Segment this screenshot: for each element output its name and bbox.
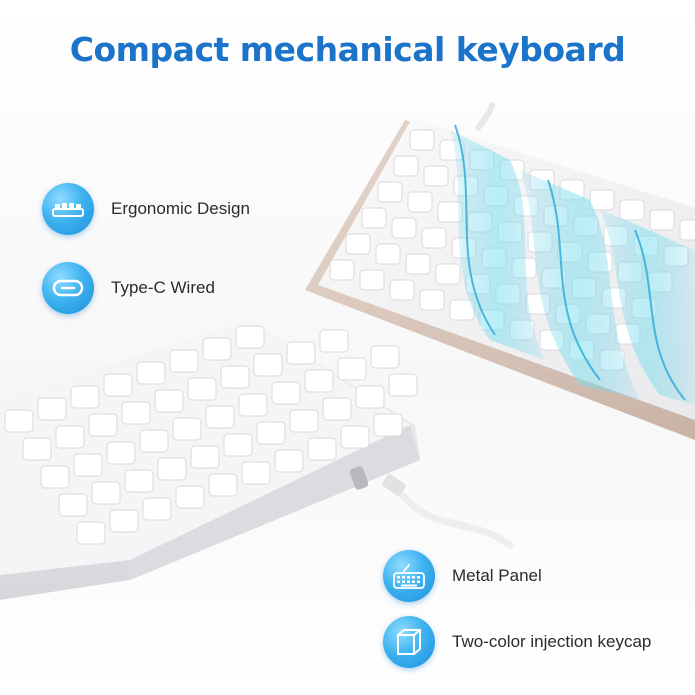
keycap bbox=[106, 441, 136, 465]
keycap bbox=[421, 227, 447, 249]
keycap bbox=[121, 401, 151, 425]
keycap bbox=[329, 259, 355, 281]
keycap bbox=[202, 337, 232, 361]
keycap bbox=[274, 449, 304, 473]
keycap bbox=[355, 385, 385, 409]
feature-label: Ergonomic Design bbox=[111, 199, 250, 218]
keycap bbox=[175, 485, 205, 509]
keycap bbox=[679, 219, 695, 241]
keycap bbox=[139, 429, 169, 453]
keycap bbox=[649, 209, 675, 231]
keycap bbox=[190, 445, 220, 469]
keycap bbox=[154, 389, 184, 413]
usb-c-port-icon bbox=[42, 262, 94, 314]
keycap bbox=[340, 425, 370, 449]
keycap bbox=[373, 413, 403, 437]
keycap bbox=[73, 453, 103, 477]
keycap bbox=[172, 417, 202, 441]
keycap bbox=[187, 377, 217, 401]
keycap bbox=[391, 217, 417, 239]
keycap bbox=[169, 349, 199, 373]
keycap bbox=[241, 461, 271, 485]
keycap bbox=[589, 189, 615, 211]
keycap bbox=[286, 341, 316, 365]
keycap bbox=[377, 181, 403, 203]
left-keyboard-keys bbox=[4, 325, 418, 545]
keycap bbox=[124, 469, 154, 493]
keycap bbox=[345, 233, 371, 255]
keycap bbox=[157, 457, 187, 481]
keycap bbox=[22, 437, 52, 461]
keycap bbox=[307, 437, 337, 461]
right-keyboard bbox=[305, 102, 695, 440]
keycap bbox=[409, 129, 435, 151]
feature-metal-panel: Metal Panel bbox=[383, 550, 542, 602]
keycap bbox=[88, 413, 118, 437]
keycap bbox=[619, 199, 645, 221]
keycap bbox=[40, 465, 70, 489]
keycap bbox=[375, 243, 401, 265]
keycap bbox=[103, 373, 133, 397]
keycap bbox=[205, 405, 235, 429]
keycap bbox=[136, 361, 166, 385]
keycap bbox=[109, 509, 139, 533]
feature-ergonomic-design: Ergonomic Design bbox=[42, 183, 250, 235]
keycap bbox=[304, 369, 334, 393]
keycap bbox=[361, 207, 387, 229]
keycap bbox=[405, 253, 431, 275]
keycap bbox=[435, 263, 461, 285]
keycap bbox=[370, 345, 400, 369]
keycap bbox=[58, 493, 88, 517]
keycap bbox=[271, 381, 301, 405]
keycap bbox=[337, 357, 367, 381]
keycap bbox=[142, 497, 172, 521]
keycap bbox=[359, 269, 385, 291]
keycap bbox=[289, 409, 319, 433]
page-title: Compact mechanical keyboard bbox=[69, 30, 626, 69]
keycap bbox=[388, 373, 418, 397]
feature-keycap: Two-color injection keycap bbox=[383, 616, 651, 668]
keycap bbox=[389, 279, 415, 301]
keycap-icon bbox=[383, 616, 435, 668]
keycap bbox=[256, 421, 286, 445]
keycap bbox=[423, 165, 449, 187]
keycap bbox=[235, 325, 265, 349]
keycap bbox=[253, 353, 283, 377]
keycap bbox=[220, 365, 250, 389]
keycap bbox=[37, 397, 67, 421]
keycap bbox=[70, 385, 100, 409]
feature-label: Type-C Wired bbox=[111, 278, 215, 297]
feature-type-c-wired: Type-C Wired bbox=[42, 262, 215, 314]
left-keyboard bbox=[0, 320, 514, 600]
keycap bbox=[55, 425, 85, 449]
keycap bbox=[322, 397, 352, 421]
keycap bbox=[419, 289, 445, 311]
feature-label: Metal Panel bbox=[452, 566, 542, 585]
keycap bbox=[238, 393, 268, 417]
keyboard-cable-icon bbox=[383, 550, 435, 602]
keycap bbox=[223, 433, 253, 457]
keycap bbox=[208, 473, 238, 497]
keycap bbox=[319, 329, 349, 353]
keycap bbox=[4, 409, 34, 433]
keycap bbox=[76, 521, 106, 545]
keycap bbox=[393, 155, 419, 177]
keycap bbox=[407, 191, 433, 213]
keycap bbox=[91, 481, 121, 505]
feature-label: Two-color injection keycap bbox=[452, 632, 652, 651]
keyboard-side-icon bbox=[42, 183, 94, 235]
